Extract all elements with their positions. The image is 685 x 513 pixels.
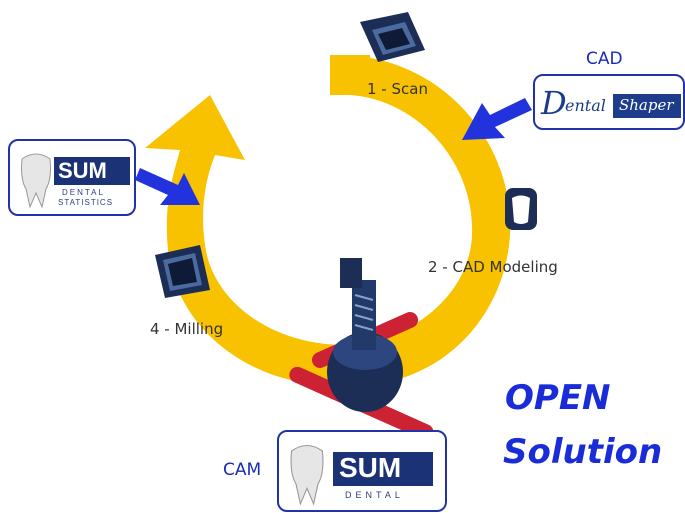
ring-left-arc <box>145 95 345 386</box>
step-scan-label: 1 - Scan <box>367 80 428 98</box>
ring-top-arc <box>330 55 372 95</box>
sum3d-statistics-brand: SUM <box>58 158 107 183</box>
step-milling-label: 4 - Milling <box>150 320 224 338</box>
sum3d-dental-logo: SUM DENTAL <box>277 430 447 512</box>
headline-open: OPEN <box>505 378 611 418</box>
cam-tag: CAM <box>223 460 262 480</box>
dental-shaper-part2: Shaper <box>619 96 674 114</box>
headline-solution: Solution <box>503 432 663 472</box>
dental-shaper-logo: D ental Shaper <box>533 74 685 130</box>
statistics-arrow <box>135 168 200 205</box>
sum3d-statistics-sub: DENTAL <box>62 188 105 197</box>
cad-tag: CAD <box>586 49 623 69</box>
sum3d-statistics-sub2: STATISTICS <box>58 198 114 207</box>
tooth-icon <box>21 153 51 209</box>
dental-shaper-initial: D <box>541 84 567 122</box>
sum3d-dental-sub: DENTAL <box>345 490 404 500</box>
sum3d-statistics-logo: SUM DENTAL STATISTICS <box>8 139 136 216</box>
milling-tool-icon <box>289 258 434 441</box>
dental-shaper-part1: ental <box>565 96 606 115</box>
cad-import-arrow <box>462 98 532 140</box>
tooth-icon <box>290 444 324 506</box>
sum3d-dental-brand: SUM <box>339 452 402 483</box>
step-cad-modeling-label: 2 - CAD Modeling <box>428 258 558 276</box>
tooth-model-icon <box>505 188 537 230</box>
milling-machine-icon <box>155 245 210 298</box>
scanner-icon <box>360 12 425 62</box>
